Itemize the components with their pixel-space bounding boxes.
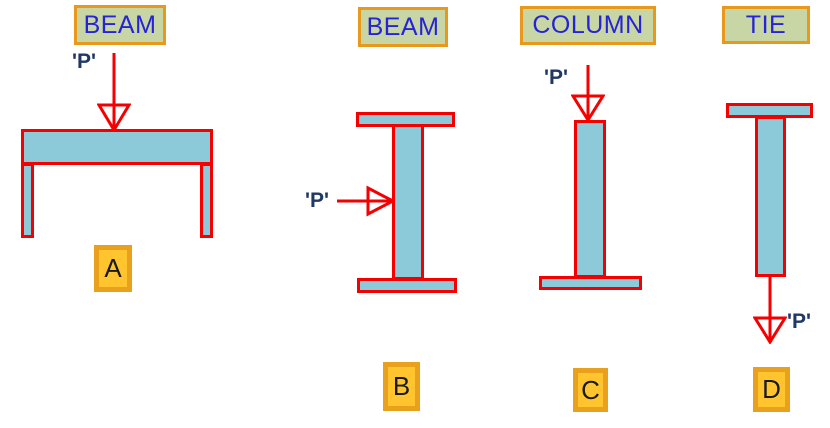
tie-top-flange <box>726 103 813 118</box>
letter-d: D <box>762 374 781 404</box>
column-shaft <box>574 120 606 278</box>
letter-c: C <box>581 374 600 405</box>
tie-vertical-member <box>755 116 786 277</box>
title-label-beam-a: BEAM <box>83 10 157 39</box>
column-base-plate <box>539 276 642 290</box>
load-arrow-down-icon-d <box>753 276 787 344</box>
load-arrow-down-icon-a <box>97 53 131 132</box>
title-box-column: COLUMN <box>520 6 656 45</box>
beam-b-top-flange <box>356 112 455 127</box>
beam-b-bottom-flange <box>357 278 457 293</box>
letter-a: A <box>104 253 122 283</box>
load-label-d: 'P' <box>787 310 811 333</box>
letter-box-c: C <box>573 368 608 412</box>
beam-a-right-support <box>200 163 213 238</box>
letter-box-d: D <box>753 367 790 412</box>
title-box-beam-b: BEAM <box>358 7 448 47</box>
beam-a-left-support <box>21 163 34 238</box>
load-arrow-down-icon-c <box>571 65 605 122</box>
beam-a-horizontal-member <box>21 129 213 165</box>
title-box-beam-a: BEAM <box>74 5 166 45</box>
beam-b-web <box>392 124 424 280</box>
load-arrow-right-icon-b <box>337 185 395 217</box>
title-label-beam-b: BEAM <box>366 12 440 41</box>
letter-box-b: B <box>383 362 420 411</box>
title-box-tie: TIE <box>722 6 810 44</box>
load-label-b: 'P' <box>305 189 329 212</box>
title-label-column: COLUMN <box>532 11 644 39</box>
load-label-a: 'P' <box>72 50 96 73</box>
title-label-tie: TIE <box>745 10 787 39</box>
load-label-c: 'P' <box>544 66 568 89</box>
letter-b: B <box>392 371 411 401</box>
letter-box-a: A <box>94 245 132 292</box>
